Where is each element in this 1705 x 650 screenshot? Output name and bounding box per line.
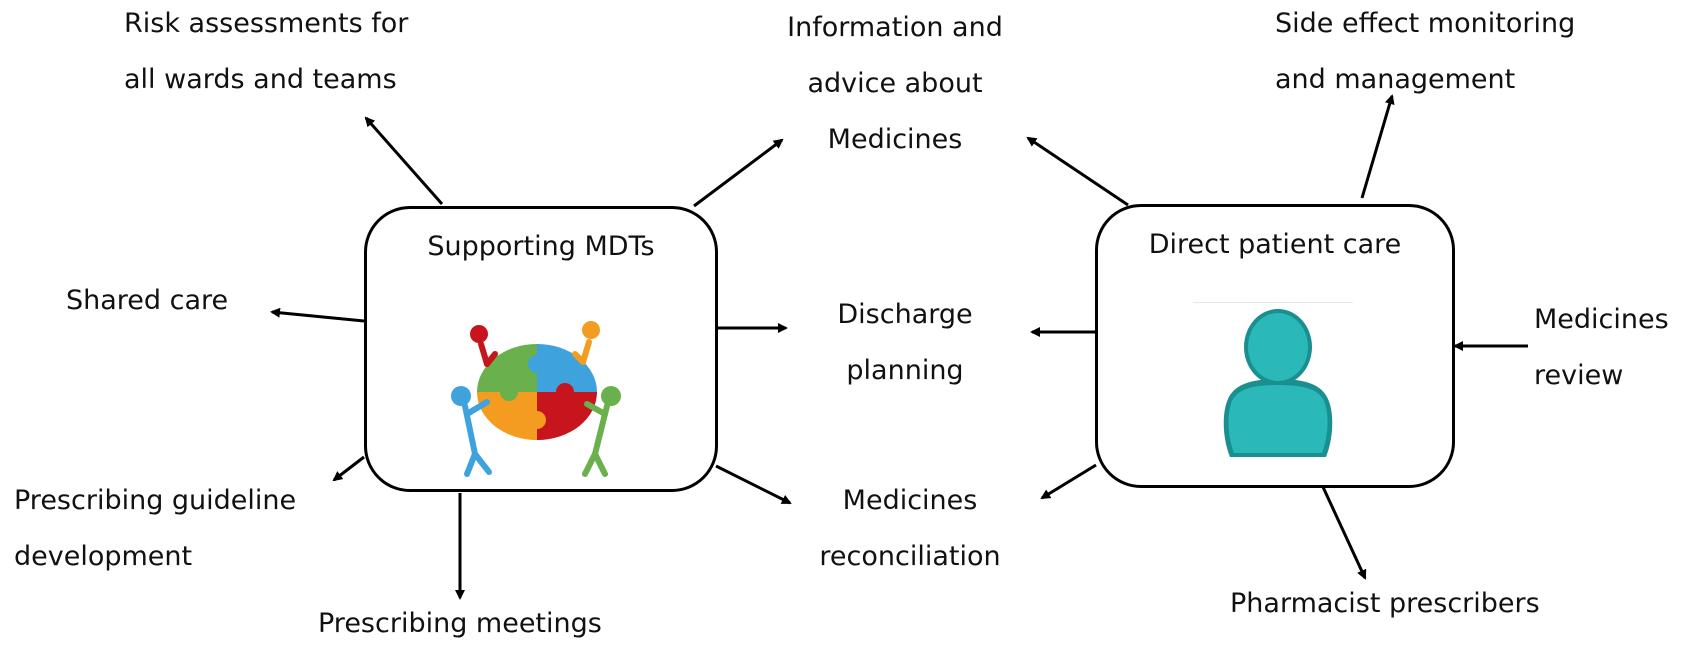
arrow-to-shared xyxy=(270,307,365,323)
label-risk-assessments: Risk assessments for all wards and teams xyxy=(124,8,409,95)
label-prescribing-guideline: Prescribing guideline development xyxy=(14,485,297,572)
hub-title: Supporting MDTs xyxy=(427,231,655,262)
arrow-mdt-to-reconciliation xyxy=(715,464,792,505)
arrow-to-guideline xyxy=(332,455,365,482)
arrow-to-risk xyxy=(364,116,444,205)
label-prescribing-meetings: Prescribing meetings xyxy=(318,608,602,639)
label-discharge-planning: Discharge planning xyxy=(837,299,973,386)
divider xyxy=(1193,302,1353,303)
arrow-to-info xyxy=(693,138,784,208)
arrow-patient-to-reconciliation xyxy=(1040,463,1097,500)
hub-direct-patient-care: Direct patient care xyxy=(1095,204,1455,488)
label-side-effect-monitoring: Side effect monitoring and management xyxy=(1275,8,1576,95)
arrow-to-side-effect xyxy=(1360,94,1395,199)
hub-title: Direct patient care xyxy=(1148,229,1402,260)
label-medicines-review: Medicines review xyxy=(1534,304,1669,391)
person-icon xyxy=(1223,309,1333,457)
label-pharmacist-prescribers: Pharmacist prescribers xyxy=(1230,588,1540,619)
arrow-patient-to-info xyxy=(1026,136,1129,207)
label-medicines-reconciliation: Medicines reconciliation xyxy=(819,485,1001,572)
hub-supporting-mdts: Supporting MDTs xyxy=(364,206,718,492)
arrow-to-prescribers xyxy=(1321,486,1367,580)
label-shared-care: Shared care xyxy=(66,285,229,316)
label-information-advice: Information and advice about Medicines xyxy=(787,12,1003,155)
puzzle-team-icon xyxy=(451,321,621,477)
